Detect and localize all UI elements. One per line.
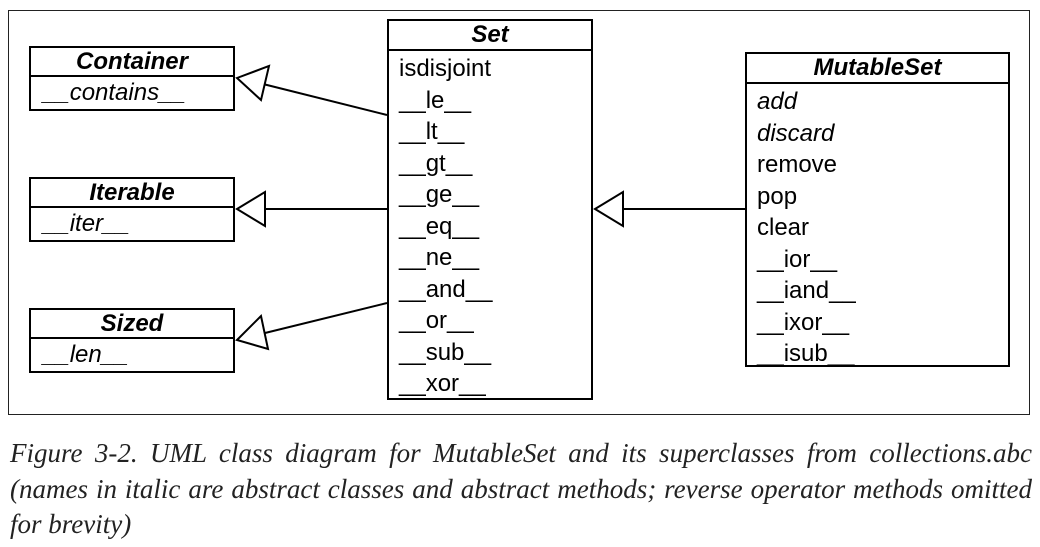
class-container-member: __contains__ bbox=[43, 79, 186, 106]
class-set-member: __ge__ bbox=[399, 181, 480, 208]
class-container-name: Container bbox=[31, 48, 233, 77]
class-mutableset-name: MutableSet bbox=[747, 54, 1008, 84]
class-mutableset-member: discard bbox=[757, 119, 835, 147]
class-set-member: __and__ bbox=[399, 275, 493, 303]
class-set-member: __lt__ bbox=[399, 118, 465, 145]
class-mutableset-member: __iand__ bbox=[757, 277, 856, 304]
class-iterable: Iterable __iter__ bbox=[29, 177, 235, 242]
class-set-member: __sub__ bbox=[399, 338, 492, 366]
class-mutableset: MutableSet add discard remove pop clear … bbox=[745, 52, 1010, 367]
class-set-member: __eq__ bbox=[399, 212, 480, 240]
class-iterable-name: Iterable bbox=[31, 179, 233, 208]
class-sized-name: Sized bbox=[31, 310, 233, 339]
class-mutableset-member: clear bbox=[757, 214, 810, 241]
class-set-member: __ne__ bbox=[399, 244, 480, 271]
class-set-member: __le__ bbox=[399, 86, 472, 114]
class-set-name: Set bbox=[389, 21, 591, 51]
generalization-set-iterable bbox=[235, 190, 387, 228]
generalization-mutableset-set bbox=[593, 190, 745, 228]
class-sized: Sized __len__ bbox=[29, 308, 235, 373]
figure-caption: Figure 3-2. UML class diagram for Mutabl… bbox=[10, 438, 1032, 539]
class-mutableset-member: __isub__ bbox=[757, 340, 855, 367]
class-set-member: __xor__ bbox=[399, 370, 486, 397]
class-set-member: isdisjoint bbox=[399, 55, 492, 82]
generalization-set-sized bbox=[235, 302, 388, 351]
class-set-member: __gt__ bbox=[399, 149, 473, 177]
class-mutableset-member: remove bbox=[757, 151, 838, 178]
class-iterable-member: __iter__ bbox=[43, 210, 130, 237]
class-set: Set isdisjoint __le__ __lt__ __gt__ __ge… bbox=[387, 19, 593, 400]
generalization-set-container bbox=[235, 64, 388, 116]
class-container: Container __contains__ bbox=[29, 46, 235, 111]
class-mutableset-member: pop bbox=[757, 182, 798, 210]
class-sized-member: __len__ bbox=[43, 341, 129, 368]
diagram-frame bbox=[8, 10, 1030, 415]
class-set-member: __or__ bbox=[399, 307, 474, 334]
class-mutableset-member: __ixor__ bbox=[757, 308, 850, 336]
class-mutableset-member: add bbox=[757, 88, 798, 115]
class-mutableset-member: __ior__ bbox=[757, 245, 838, 273]
